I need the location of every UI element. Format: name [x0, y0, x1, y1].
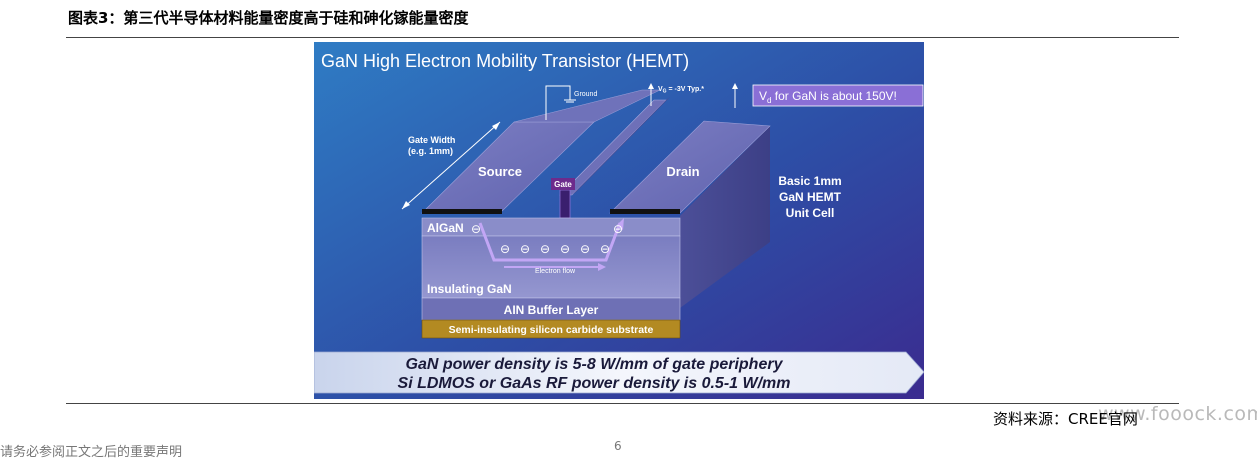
- electron: ⊖: [560, 242, 570, 256]
- buffer-label: AIN Buffer Layer: [504, 303, 599, 317]
- footer-disclaimer: 请务必参阅正文之后的重要声明: [0, 445, 183, 460]
- source-contact: [422, 209, 502, 214]
- figure-title: 图表3：第三代半导体材料能量密度高于硅和砷化镓能量密度: [68, 9, 469, 27]
- watermark: www.fooock.com: [1098, 403, 1257, 425]
- gate-width-label-line1: Gate Width: [408, 135, 455, 145]
- ground-wire: [545, 85, 571, 120]
- electron: ⊖: [500, 242, 510, 256]
- slide-title: GaN High Electron Mobility Transistor (H…: [321, 51, 689, 71]
- electron: ⊖: [540, 242, 550, 256]
- banner-line2: Si LDMOS or GaAs RF power density is 0.5…: [398, 375, 791, 392]
- substrate-label: Semi-insulating silicon carbide substrat…: [449, 324, 654, 336]
- substrate-layer: [421, 319, 681, 339]
- banner-line1: GaN power density is 5-8 W/mm of gate pe…: [406, 356, 784, 373]
- electron-flow-path: [478, 222, 622, 262]
- electron-flow-label: Electron flow: [535, 268, 576, 275]
- source-label: Source: [478, 164, 522, 179]
- electron: ⊖: [613, 222, 623, 236]
- electron: ⊖: [600, 242, 610, 256]
- vd-note-box: [752, 84, 924, 107]
- top-rule: [66, 37, 1179, 38]
- power-density-banner: [314, 351, 924, 394]
- electron: ⊖: [580, 242, 590, 256]
- hemt-slide: GaN High Electron Mobility Transistor (H…: [314, 42, 924, 399]
- page-number: 6: [614, 439, 622, 453]
- gate-tag: [551, 178, 575, 190]
- bottom-rule: [66, 403, 1179, 404]
- electron: ⊖: [520, 242, 530, 256]
- vd-note: Vd for GaN is about 150V!: [759, 89, 897, 105]
- device-side-face: [680, 126, 770, 308]
- insulating-gan-label: Insulating GaN: [427, 282, 512, 296]
- drain-contact: [610, 209, 680, 214]
- gate-label: Gate: [554, 180, 572, 189]
- source-note: 资料来源：CREE官网: [993, 410, 1138, 428]
- unit-cell-label-line1: Basic 1mm: [778, 174, 841, 188]
- unit-cell-label-line3: Unit Cell: [786, 206, 835, 220]
- gate-post: [559, 189, 571, 219]
- electron: ⊖: [471, 222, 481, 236]
- gate-width-dimension: [401, 121, 501, 210]
- vg-label: VG = -3V Typ.*: [658, 86, 704, 95]
- unit-cell-label-line2: GaN HEMT: [779, 190, 842, 204]
- algan-label: AlGaN: [427, 221, 464, 235]
- drain-label: Drain: [666, 164, 699, 179]
- gate-width-label-line2: (e.g. 1mm): [408, 146, 453, 156]
- ground-label: Ground: [574, 91, 597, 98]
